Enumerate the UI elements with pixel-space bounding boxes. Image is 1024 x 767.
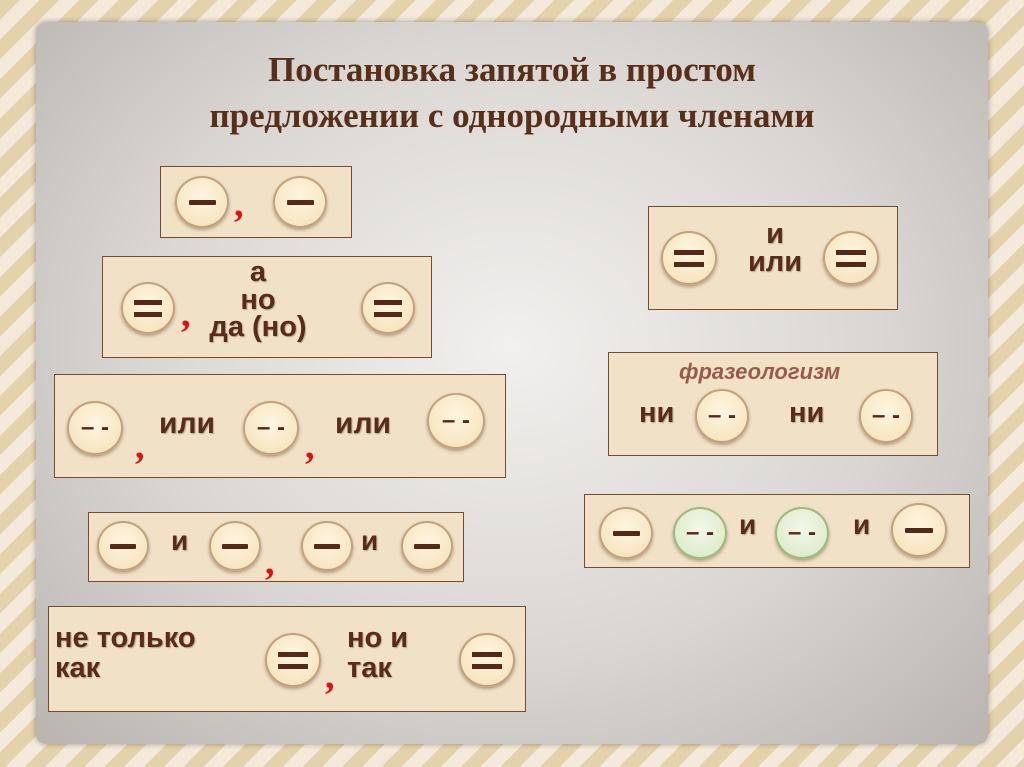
homogeneous-member-circle: – - (243, 401, 299, 455)
conjunction-i: и (853, 509, 871, 540)
dependent-member-circle: – - (673, 507, 727, 559)
homogeneous-member-circle: – - (67, 401, 123, 455)
dash-mark (188, 199, 216, 205)
dash-mark (414, 543, 440, 549)
dash-mark (222, 543, 248, 549)
comma: , (181, 293, 191, 335)
comma: , (265, 541, 275, 583)
title-line-1: Постановка запятой в простом (267, 50, 757, 89)
scheme-box-2: , а но да (но) (102, 256, 432, 358)
scheme-box-8: – - и – - и (584, 494, 970, 568)
homogeneous-member-circle (121, 282, 175, 334)
conjunction-stack: и или (733, 218, 817, 278)
conjunction-i: и (361, 525, 379, 556)
conjunction-i: и (171, 525, 189, 556)
homogeneous-member-circle (209, 521, 261, 571)
homogeneous-member-circle: – - (695, 389, 749, 443)
conjunction-ne-tolko: не только (55, 622, 196, 654)
homogeneous-member-circle (401, 521, 453, 571)
conjunction-ili: или (747, 245, 803, 278)
conjunction-i: и (739, 509, 757, 540)
homogeneous-member-circle: – - (859, 389, 913, 443)
conjunction-no: но (240, 283, 276, 316)
double-line-mark (374, 299, 402, 317)
homogeneous-member-circle (273, 176, 327, 228)
double-line-mark (674, 249, 704, 267)
dash-mark (612, 530, 640, 536)
comma: , (135, 425, 145, 467)
conjunction-ili: или (159, 407, 215, 440)
double-line-mark (472, 651, 502, 669)
slide: Постановка запятой в простом предложении… (36, 22, 988, 744)
conjunction-da-no: да (но) (209, 311, 307, 344)
conjunction-kak: как (55, 652, 101, 685)
conjunction-ili: или (335, 407, 391, 440)
conjunction-i: и (766, 218, 784, 250)
comma: , (234, 183, 244, 225)
scheme-box-7: фразеологизм ни – - ни – - (608, 352, 938, 456)
dash-mark (314, 543, 340, 549)
double-line-mark (836, 249, 866, 267)
dash-mark (904, 527, 934, 533)
scheme-box-5: не только как , но и так (48, 606, 526, 712)
correlative-conjunction-left: не только как (55, 623, 196, 684)
dependent-member-circle: – - (775, 507, 829, 559)
homogeneous-member-circle (361, 282, 415, 334)
double-line-mark (278, 651, 308, 669)
title-line-2: предложении с однородными членами (209, 96, 815, 135)
scheme-box-1: , (160, 166, 352, 238)
comma: , (305, 425, 315, 467)
dash-mark (110, 543, 136, 549)
homogeneous-member-circle (175, 176, 229, 228)
conjunction-a: а (249, 256, 267, 288)
homogeneous-member-circle (891, 503, 947, 557)
scheme-box-4: и , и (88, 512, 464, 582)
homogeneous-member-circle (265, 633, 321, 687)
correlative-conjunction-right: но и так (347, 623, 408, 684)
scheme-box-3: – - , или – - , или – - (54, 374, 506, 478)
conjunction-no-i: но и (347, 622, 409, 654)
homogeneous-member-circle (823, 231, 879, 285)
homogeneous-member-circle (661, 231, 717, 285)
scheme-box-6: и или (648, 206, 898, 310)
homogeneous-member-circle (459, 633, 515, 687)
dash-mark (286, 199, 314, 205)
conjunction-stack: а но да (но) (197, 256, 319, 344)
conjunction-ni: ни (639, 397, 675, 429)
conjunction-ni: ни (789, 397, 825, 429)
conjunction-tak: так (347, 652, 392, 685)
double-line-mark (134, 299, 162, 317)
phraseologism-label: фразеологизм (679, 359, 841, 384)
homogeneous-member-circle (599, 507, 653, 559)
homogeneous-member-circle (301, 521, 353, 571)
homogeneous-member-circle: – - (427, 393, 485, 449)
comma: , (325, 655, 335, 697)
homogeneous-member-circle (97, 521, 149, 571)
